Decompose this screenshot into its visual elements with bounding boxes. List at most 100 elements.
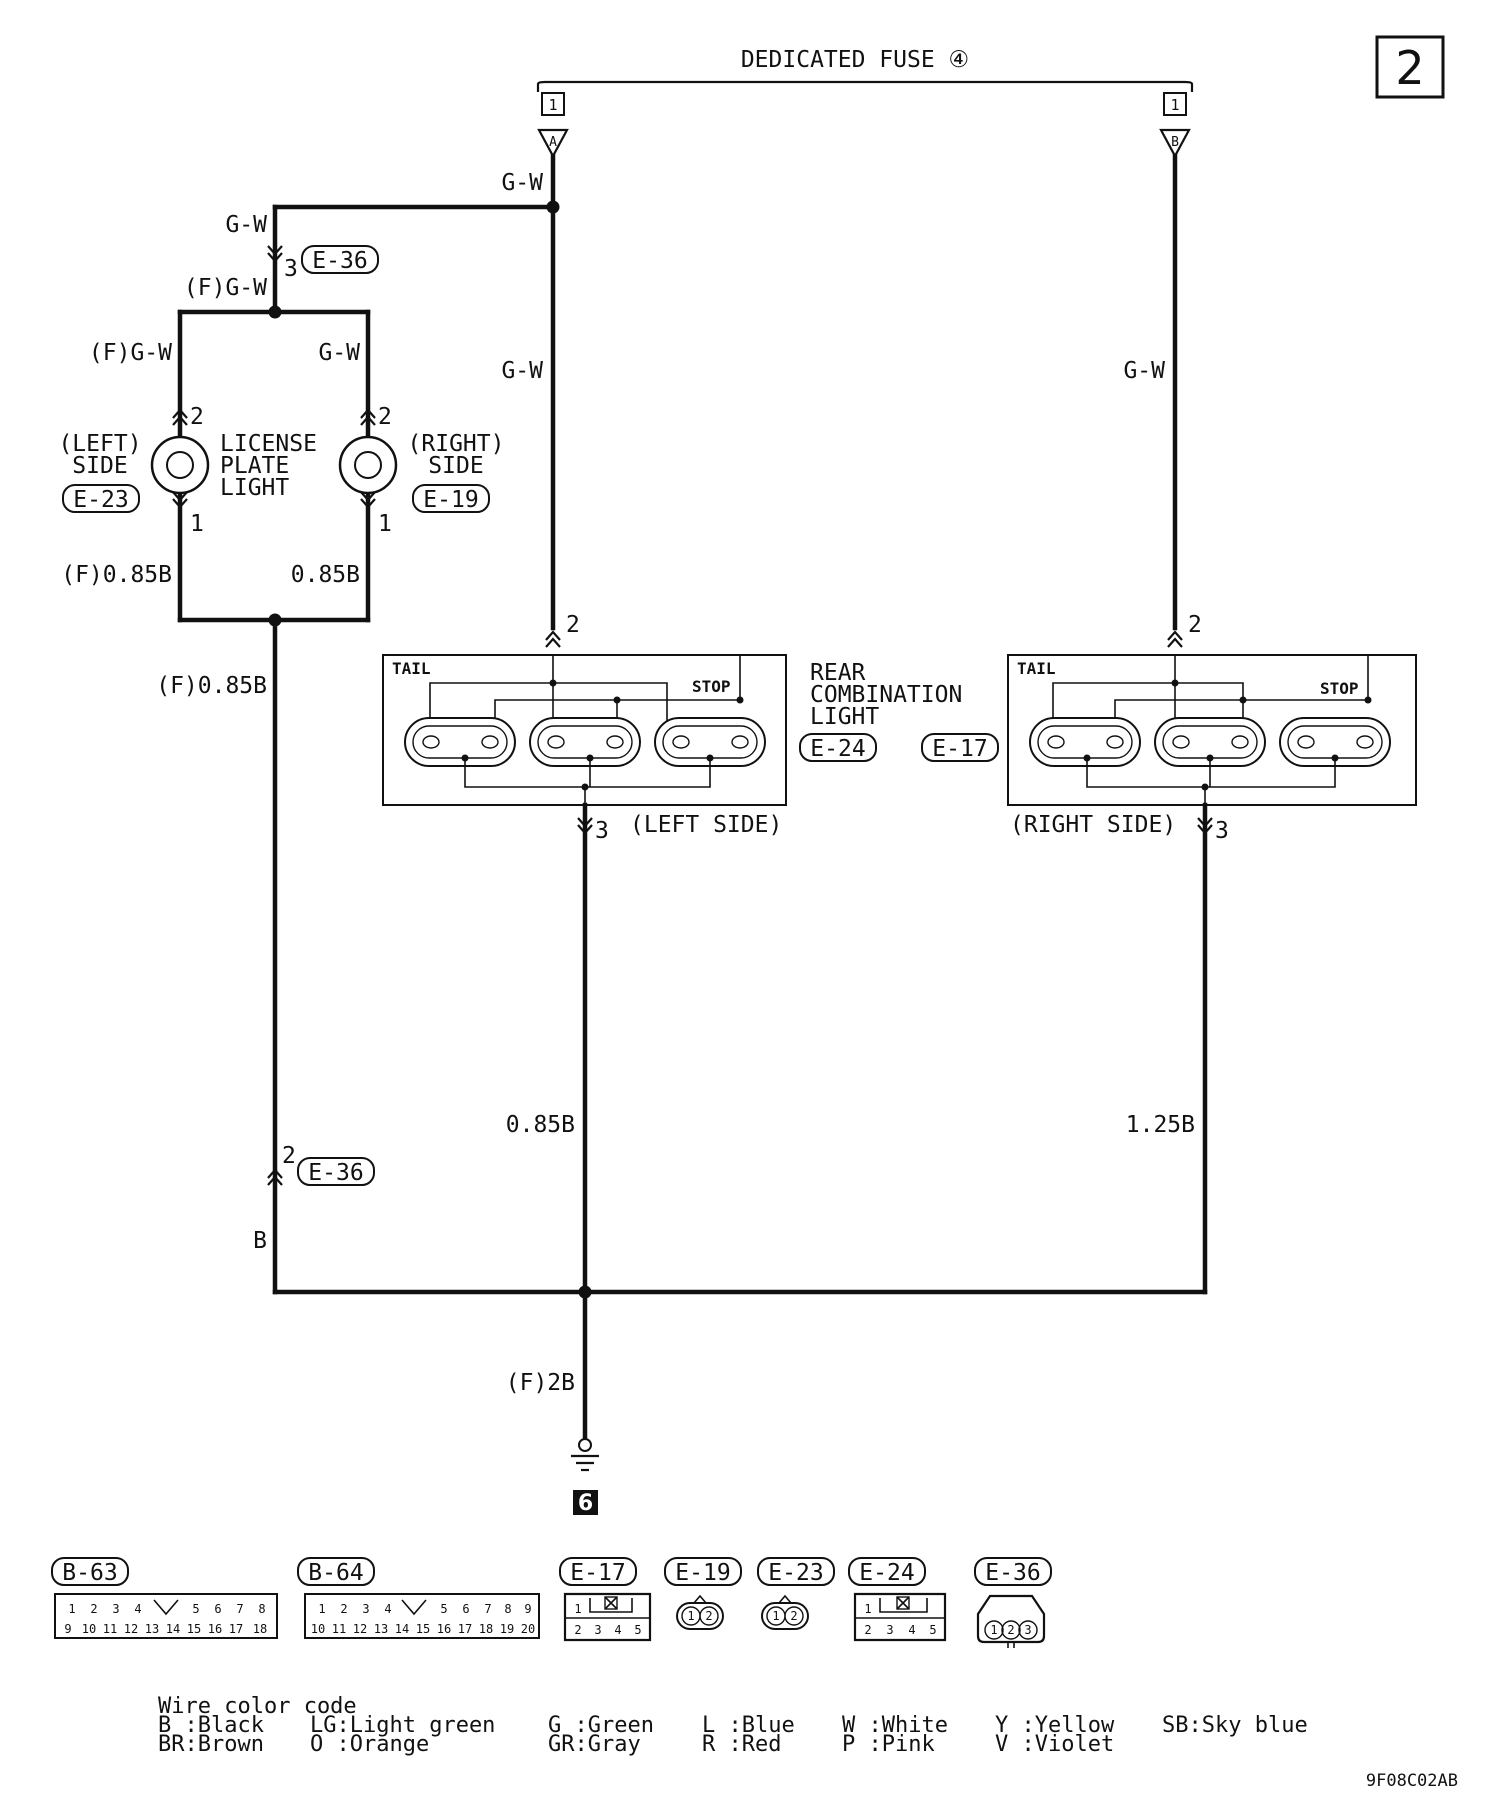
svg-text:18: 18 — [253, 1622, 267, 1636]
svg-text:7: 7 — [236, 1602, 243, 1616]
face-tag-b63: B-63 — [62, 1560, 117, 1586]
fuse-connector-pin-a: 1 — [548, 96, 557, 114]
wire-label-b-return: B — [253, 1228, 267, 1254]
wire-label-gw-branch: G-W — [225, 212, 267, 238]
svg-text:10: 10 — [311, 1622, 325, 1636]
wire-label-gw-top: G-W — [501, 170, 543, 196]
svg-text:5: 5 — [440, 1602, 447, 1616]
svg-text:2: 2 — [1007, 1623, 1014, 1637]
wire-label-085b-right-lamp: 0.85B — [291, 562, 360, 588]
svg-text:2: 2 — [864, 1623, 871, 1637]
svg-text:2: 2 — [705, 1609, 712, 1623]
svg-text:1: 1 — [772, 1609, 779, 1623]
pin-3-e36-top: 3 — [284, 256, 298, 282]
left-combo-tail-label: TAIL — [392, 659, 431, 678]
right-combo-tail-label: TAIL — [1017, 659, 1056, 678]
page-number: 2 — [1395, 41, 1424, 95]
pin-2-left-lamp: 2 — [190, 404, 204, 430]
face-tag-b64: B-64 — [308, 1560, 363, 1586]
svg-text:5: 5 — [192, 1602, 199, 1616]
svg-text:15: 15 — [416, 1622, 430, 1636]
rear-combination-title: REAR COMBINATION LIGHT — [810, 660, 962, 730]
pin-1-right-lamp: 1 — [378, 511, 392, 537]
svg-text:20: 20 — [521, 1622, 535, 1636]
svg-text:1: 1 — [574, 1602, 581, 1616]
wire-label-f-085b-left: (F)0.85B — [61, 562, 172, 588]
legend-gr: GR:Gray — [548, 1732, 641, 1757]
svg-text:12: 12 — [124, 1622, 138, 1636]
rear-combo-title-line1: REAR — [810, 660, 866, 686]
svg-text:3: 3 — [594, 1623, 601, 1637]
svg-text:1: 1 — [990, 1623, 997, 1637]
license-right-side-line1: (RIGHT) — [408, 431, 505, 457]
license-plate-lamps: (LEFT) SIDE (RIGHT) SIDE LICENSE PLATE L… — [58, 431, 504, 501]
legend-lg: LG:Light green — [310, 1713, 495, 1738]
fuse-terminal-b: B — [1171, 135, 1179, 150]
junction-dots — [268, 200, 592, 1299]
connector-tags: E-36 E-23 E-19 E-24 E-17 E-36 — [62, 245, 999, 1186]
license-right-side-line2: SIDE — [428, 453, 483, 479]
svg-text:13: 13 — [145, 1622, 159, 1636]
svg-text:1: 1 — [864, 1602, 871, 1616]
svg-text:2: 2 — [574, 1623, 581, 1637]
svg-text:4: 4 — [908, 1623, 915, 1637]
diagram-code: 9F08C02AB — [1366, 1771, 1458, 1791]
wire-label-f-085b-down: (F)0.85B — [156, 673, 267, 699]
page-number-box: 2 — [1375, 35, 1445, 99]
fuse-label: DEDICATED FUSE ④ — [741, 47, 969, 73]
face-tag-e19: E-19 — [675, 1560, 730, 1586]
face-b64: 1 2 3 4 5 6 7 8 9 10 11 12 13 14 15 16 1… — [304, 1593, 540, 1639]
rear-combination-light-left: TAIL STOP (LEFT SIDE) — [382, 654, 787, 838]
license-left-side-line2: SIDE — [72, 453, 127, 479]
svg-text:3: 3 — [886, 1623, 893, 1637]
svg-text:14: 14 — [395, 1622, 409, 1636]
svg-text:9: 9 — [524, 1602, 531, 1616]
wire-label-085b-left-combo: 0.85B — [506, 1112, 575, 1138]
svg-text:1: 1 — [687, 1609, 694, 1623]
svg-text:4: 4 — [614, 1623, 621, 1637]
wire-label-gw-right-combo: G-W — [1123, 358, 1165, 384]
svg-text:5: 5 — [634, 1623, 641, 1637]
face-tag-e36: E-36 — [985, 1560, 1040, 1586]
svg-text:19: 19 — [500, 1622, 514, 1636]
legend-v: V :Violet — [995, 1732, 1114, 1757]
wire-label-f-2b: (F)2B — [506, 1370, 575, 1396]
wire-labels: G-W G-W (F)G-W (F)G-W G-W G-W G-W (F)0.8… — [61, 170, 1195, 1396]
wire-color-legend: Wire color code B :Black LG:Light green … — [158, 1694, 1308, 1757]
pin-2-e36-bottom: 2 — [282, 1143, 296, 1169]
svg-text:3: 3 — [112, 1602, 119, 1616]
left-combo-stop-label: STOP — [692, 677, 731, 696]
fuse-terminal-a: A — [549, 135, 557, 150]
svg-text:10: 10 — [82, 1622, 96, 1636]
legend-y: Y :Yellow — [995, 1713, 1115, 1738]
svg-text:6: 6 — [214, 1602, 221, 1616]
legend-l: L :Blue — [702, 1713, 795, 1738]
right-combo-side-label: (RIGHT SIDE) — [1010, 812, 1176, 838]
wire-label-f-gw-junction: (F)G-W — [184, 275, 267, 301]
legend-o: O :Orange — [310, 1732, 429, 1757]
connector-tag-e36-bottom: E-36 — [308, 1160, 363, 1186]
face-tag-e23: E-23 — [768, 1560, 823, 1586]
svg-text:3: 3 — [362, 1602, 369, 1616]
license-title-line1: LICENSE — [220, 431, 317, 457]
face-e19: 1 2 — [676, 1594, 724, 1630]
face-e23: 1 2 — [761, 1594, 809, 1630]
rear-combo-title-line3: LIGHT — [810, 704, 879, 730]
left-combo-side-label: (LEFT SIDE) — [630, 812, 782, 838]
wire-label-125b-right-combo: 1.25B — [1126, 1112, 1195, 1138]
svg-text:11: 11 — [332, 1622, 346, 1636]
connector-tag-e23: E-23 — [73, 487, 128, 513]
right-combo-stop-label: STOP — [1320, 679, 1359, 698]
rear-combination-light-right: TAIL STOP (RIGHT SIDE) — [1007, 654, 1417, 838]
svg-text:2: 2 — [90, 1602, 97, 1616]
svg-text:2: 2 — [790, 1609, 797, 1623]
svg-text:8: 8 — [504, 1602, 511, 1616]
svg-text:4: 4 — [134, 1602, 141, 1616]
connector-face-views: B-63 1 2 3 4 5 6 7 8 9 10 11 12 13 14 15… — [51, 1557, 1052, 1648]
svg-text:9: 9 — [64, 1622, 71, 1636]
legend-w: W :White — [842, 1713, 948, 1738]
license-title-line2: PLATE — [220, 453, 289, 479]
legend-sb: SB:Sky blue — [1162, 1713, 1308, 1738]
dedicated-fuse: DEDICATED FUSE ④ 1 1 A B — [536, 47, 1194, 159]
license-left-side-line1: (LEFT) — [58, 431, 141, 457]
